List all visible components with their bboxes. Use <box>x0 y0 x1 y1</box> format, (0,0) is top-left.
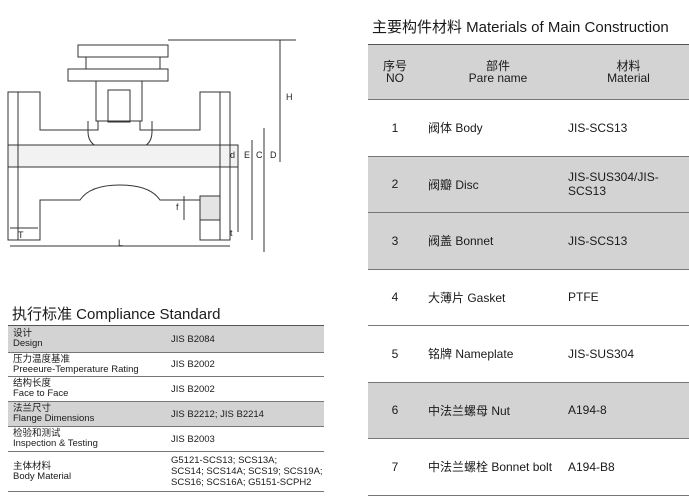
materials-row: 1 阀体 Body JIS-SCS13 <box>368 100 689 157</box>
valve-body <box>17 91 221 241</box>
material-value: A194-B8 <box>568 459 615 474</box>
dim-label-C: C <box>256 150 263 160</box>
compliance-table: 设计 Design JIS B2084 压力温度基准 Preeeure-Temp… <box>8 325 324 492</box>
compliance-label: 检验和测试 Inspection & Testing <box>8 429 171 449</box>
material-part: 大薄片 Gasket <box>428 290 506 305</box>
compliance-label-zh: 法兰尺寸 <box>13 403 52 414</box>
compliance-label-en: Flange Dimensions <box>13 413 95 424</box>
material-value: JIS-SCS13 <box>568 233 628 248</box>
header-material-zh: 材料 <box>616 59 641 73</box>
materials-row: 7 中法兰螺栓 Bonnet bolt A194-B8 <box>368 439 689 496</box>
compliance-value-line: SCS16; SCS16A; G5151-SCPH2 <box>171 477 312 488</box>
dim-label-L: L <box>118 238 123 248</box>
materials-table: 序号 NO 部件 Pare name 材料 Material 1 阀体 Body… <box>368 44 689 496</box>
compliance-label: 设计 Design <box>8 329 171 349</box>
material-value: JIS-SUS304/JIS-SCS13 <box>568 170 659 199</box>
material-no: 5 <box>391 346 399 361</box>
dim-label-H: H <box>286 92 293 102</box>
header-material: 材料 Material <box>568 60 689 84</box>
bonnet-top <box>77 44 169 58</box>
material-no: 3 <box>391 233 399 248</box>
compliance-value: JIS B2212; JIS B2214 <box>171 408 264 420</box>
material-part: 中法兰螺栓 Bonnet bolt <box>428 460 553 475</box>
compliance-label-en: Preeeure-Temperature Rating <box>13 363 139 375</box>
materials-row: 5 铭牌 Nameplate JIS-SUS304 <box>368 326 689 383</box>
compliance-row-rating: 压力温度基准 Preeeure-Temperature Rating JIS B… <box>8 353 324 377</box>
dim-label-D: D <box>270 150 277 160</box>
compliance-row-testing: 检验和测试 Inspection & Testing JIS B2003 <box>8 427 324 452</box>
material-no: 1 <box>391 120 399 135</box>
compliance-row-design: 设计 Design JIS B2084 <box>8 326 324 353</box>
material-part: 中法兰螺母 Nut <box>428 403 511 418</box>
bonnet-cap <box>85 56 161 70</box>
compliance-label-en: Inspection & Testing <box>13 438 98 449</box>
right-flange <box>219 91 231 241</box>
left-flange <box>7 91 19 241</box>
material-value: JIS-SUS304 <box>568 346 635 361</box>
material-part: 阀体 Body <box>428 121 483 136</box>
header-part: 部件 Pare name <box>422 60 568 84</box>
compliance-label-zh: 主体材料 <box>13 460 52 472</box>
header-material-en: Material <box>607 71 650 85</box>
compliance-label: 主体材料 Body Material <box>8 460 171 482</box>
material-no: 4 <box>391 290 399 305</box>
dim-label-E: E <box>244 150 250 160</box>
compliance-value: JIS B2002 <box>171 383 215 395</box>
header-no-en: NO <box>386 71 404 85</box>
compliance-label-zh: 检验和测试 <box>13 428 61 439</box>
material-value: A194-8 <box>568 403 607 418</box>
compliance-label-zh: 压力温度基准 <box>13 353 71 365</box>
materials-header-row: 序号 NO 部件 Pare name 材料 Material <box>368 45 689 100</box>
material-part: 阀盖 Bonnet <box>428 234 494 249</box>
compliance-label-en: Design <box>13 338 43 349</box>
dim-label-d: d <box>230 150 235 160</box>
compliance-value-line: SCS14; SCS14A; SCS19; SCS19A; <box>171 466 323 477</box>
material-no: 6 <box>391 403 399 418</box>
material-no: 2 <box>391 177 399 192</box>
material-value: JIS-SCS13 <box>568 120 628 135</box>
compliance-value-line: G5121-SCS13; SCS13A; <box>171 455 278 466</box>
compliance-value: JIS B2002 <box>171 359 215 370</box>
header-part-en: Pare name <box>468 71 528 85</box>
compliance-label-zh: 结构长度 <box>13 378 52 389</box>
dim-label-f: f <box>176 202 179 212</box>
compliance-value: JIS B2003 <box>171 433 215 445</box>
compliance-title: 执行标准 Compliance Standard <box>12 306 221 323</box>
materials-row: 3 阀盖 Bonnet JIS-SCS13 <box>368 213 689 270</box>
header-no: 序号 NO <box>368 60 422 84</box>
compliance-row-material: 主体材料 Body Material G5121-SCS13; SCS13A; … <box>8 452 324 492</box>
dim-label-t: t <box>230 228 233 238</box>
bonnet-neck <box>95 80 143 122</box>
material-no: 7 <box>391 459 399 474</box>
compliance-label-en: Face to Face <box>13 388 69 399</box>
compliance-label-zh: 设计 <box>13 328 33 339</box>
materials-row: 2 阀瓣 Disc JIS-SUS304/JIS-SCS13 <box>368 156 689 213</box>
dim-label-T: T <box>18 230 24 240</box>
compliance-label-en: Body Material <box>13 470 72 482</box>
materials-row: 4 大薄片 Gasket PTFE <box>368 270 689 326</box>
valve-drawing: H D C E d f t T L <box>0 0 330 300</box>
material-part: 铭牌 Nameplate <box>428 347 514 362</box>
materials-row: 6 中法兰螺母 Nut A194-8 <box>368 382 689 439</box>
material-value: PTFE <box>568 290 599 305</box>
side-bolt <box>199 195 221 221</box>
compliance-label: 压力温度基准 Preeeure-Temperature Rating <box>8 353 171 375</box>
compliance-row-flange: 法兰尺寸 Flange Dimensions JIS B2212; JIS B2… <box>8 402 324 427</box>
header-no-zh: 序号 <box>382 59 407 73</box>
compliance-row-face: 结构长度 Face to Face JIS B2002 <box>8 377 324 402</box>
valve-cross-section: H D C E d f t T L <box>7 39 296 252</box>
compliance-value: JIS B2084 <box>171 333 215 345</box>
materials-title: 主要构件材料 Materials of Main Construction <box>372 19 669 36</box>
compliance-label: 法兰尺寸 Flange Dimensions <box>8 404 171 424</box>
material-part: 阀瓣 Disc <box>428 177 479 192</box>
bonnet-flange <box>67 68 169 82</box>
flow-passage <box>7 144 239 168</box>
stem <box>107 89 131 123</box>
compliance-label: 结构长度 Face to Face <box>8 379 171 399</box>
header-part-zh: 部件 <box>485 59 510 73</box>
compliance-value: G5121-SCS13; SCS13A; SCS14; SCS14A; SCS1… <box>171 455 324 488</box>
